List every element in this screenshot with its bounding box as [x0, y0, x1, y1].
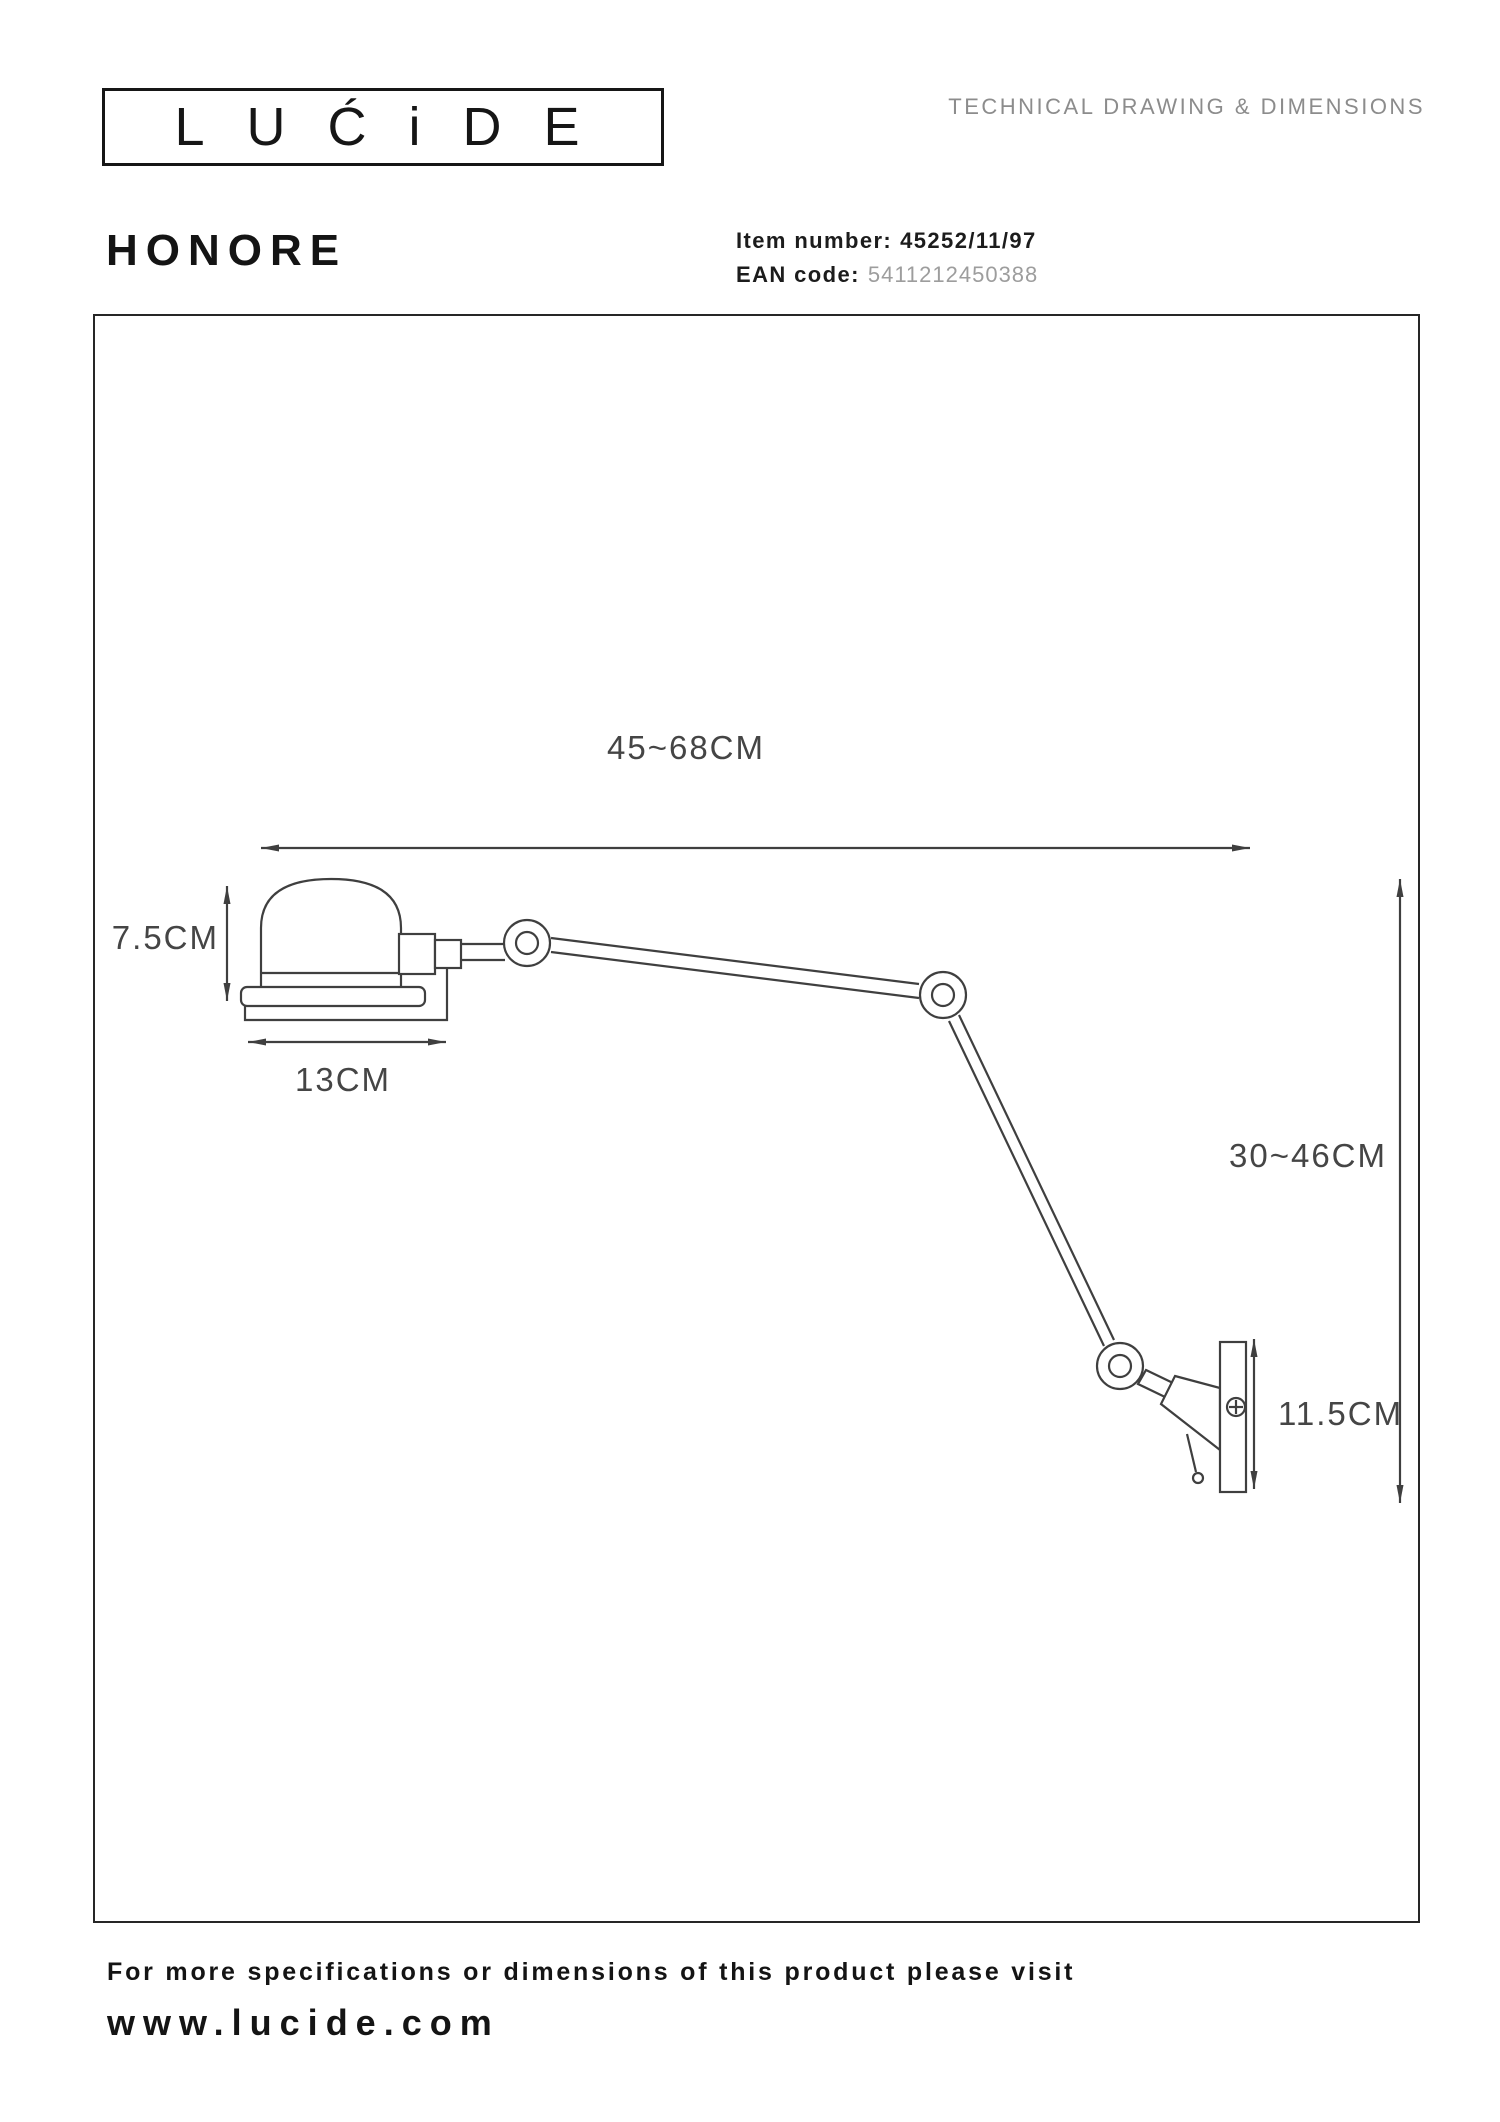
dim-head-height-label: 7.5CM — [112, 919, 219, 956]
drawing-frame: 45~68CM 7.5CM 13CM 30~46CM 11.5CM — [93, 314, 1420, 1923]
product-name: HONORE — [106, 226, 348, 275]
brand-logo-text: LUĆiDE — [174, 97, 622, 157]
document-type-label: TECHNICAL DRAWING & DIMENSIONS — [948, 94, 1425, 119]
joint-shoulder — [502, 918, 552, 968]
item-number-label: Item number: — [736, 228, 893, 253]
wall-plate — [1218, 1340, 1248, 1494]
shade-base-plate — [239, 985, 427, 1008]
ean-value: 5411212450388 — [867, 262, 1039, 287]
joint-elbow — [918, 970, 968, 1020]
dim-drop-height-label: 30~46CM — [1229, 1137, 1387, 1174]
ean-label: EAN code: — [736, 262, 860, 287]
ean-row: EAN code: 5411212450388 — [736, 258, 1038, 292]
website-link[interactable]: www.lucide.com — [107, 2002, 500, 2043]
lamp-shade — [239, 877, 505, 1022]
dim-wall-plate-height-label: 11.5CM — [1278, 1395, 1403, 1432]
switch-knob — [1191, 1471, 1205, 1485]
dim-overall-width: 45~68CM — [261, 729, 1250, 852]
technical-drawing: 45~68CM 7.5CM 13CM 30~46CM 11.5CM — [112, 729, 1404, 1503]
shade-dome — [259, 877, 403, 987]
joint-wrist — [1095, 1341, 1145, 1391]
arm-lower — [948, 1014, 1115, 1347]
switch-lever — [1185, 1433, 1198, 1473]
socket-cup — [1159, 1374, 1222, 1453]
shade-hinge-block — [397, 932, 437, 976]
mount-bracket — [243, 964, 449, 1022]
arm-upper — [550, 936, 920, 1000]
dim-head-width: 13CM — [248, 1038, 446, 1098]
wall-mount — [1136, 1340, 1248, 1494]
shade-hinge-neck — [433, 938, 463, 970]
brand-logo-box: LUĆiDE — [102, 88, 664, 166]
product-codes: Item number: 45252/11/97 EAN code: 5411212… — [736, 224, 1038, 292]
footer-note: For more specifications or dimensions of… — [107, 1958, 1076, 1986]
dim-wall-plate-height: 11.5CM — [1250, 1339, 1403, 1489]
item-number-row: Item number: 45252/11/97 — [736, 224, 1038, 258]
dim-head-width-label: 13CM — [295, 1061, 391, 1098]
dim-drop-height: 30~46CM — [1229, 879, 1404, 1503]
dim-overall-width-label: 45~68CM — [607, 729, 765, 766]
dim-head-height: 7.5CM — [112, 886, 231, 1001]
item-number-value: 45252/11/97 — [900, 228, 1037, 253]
